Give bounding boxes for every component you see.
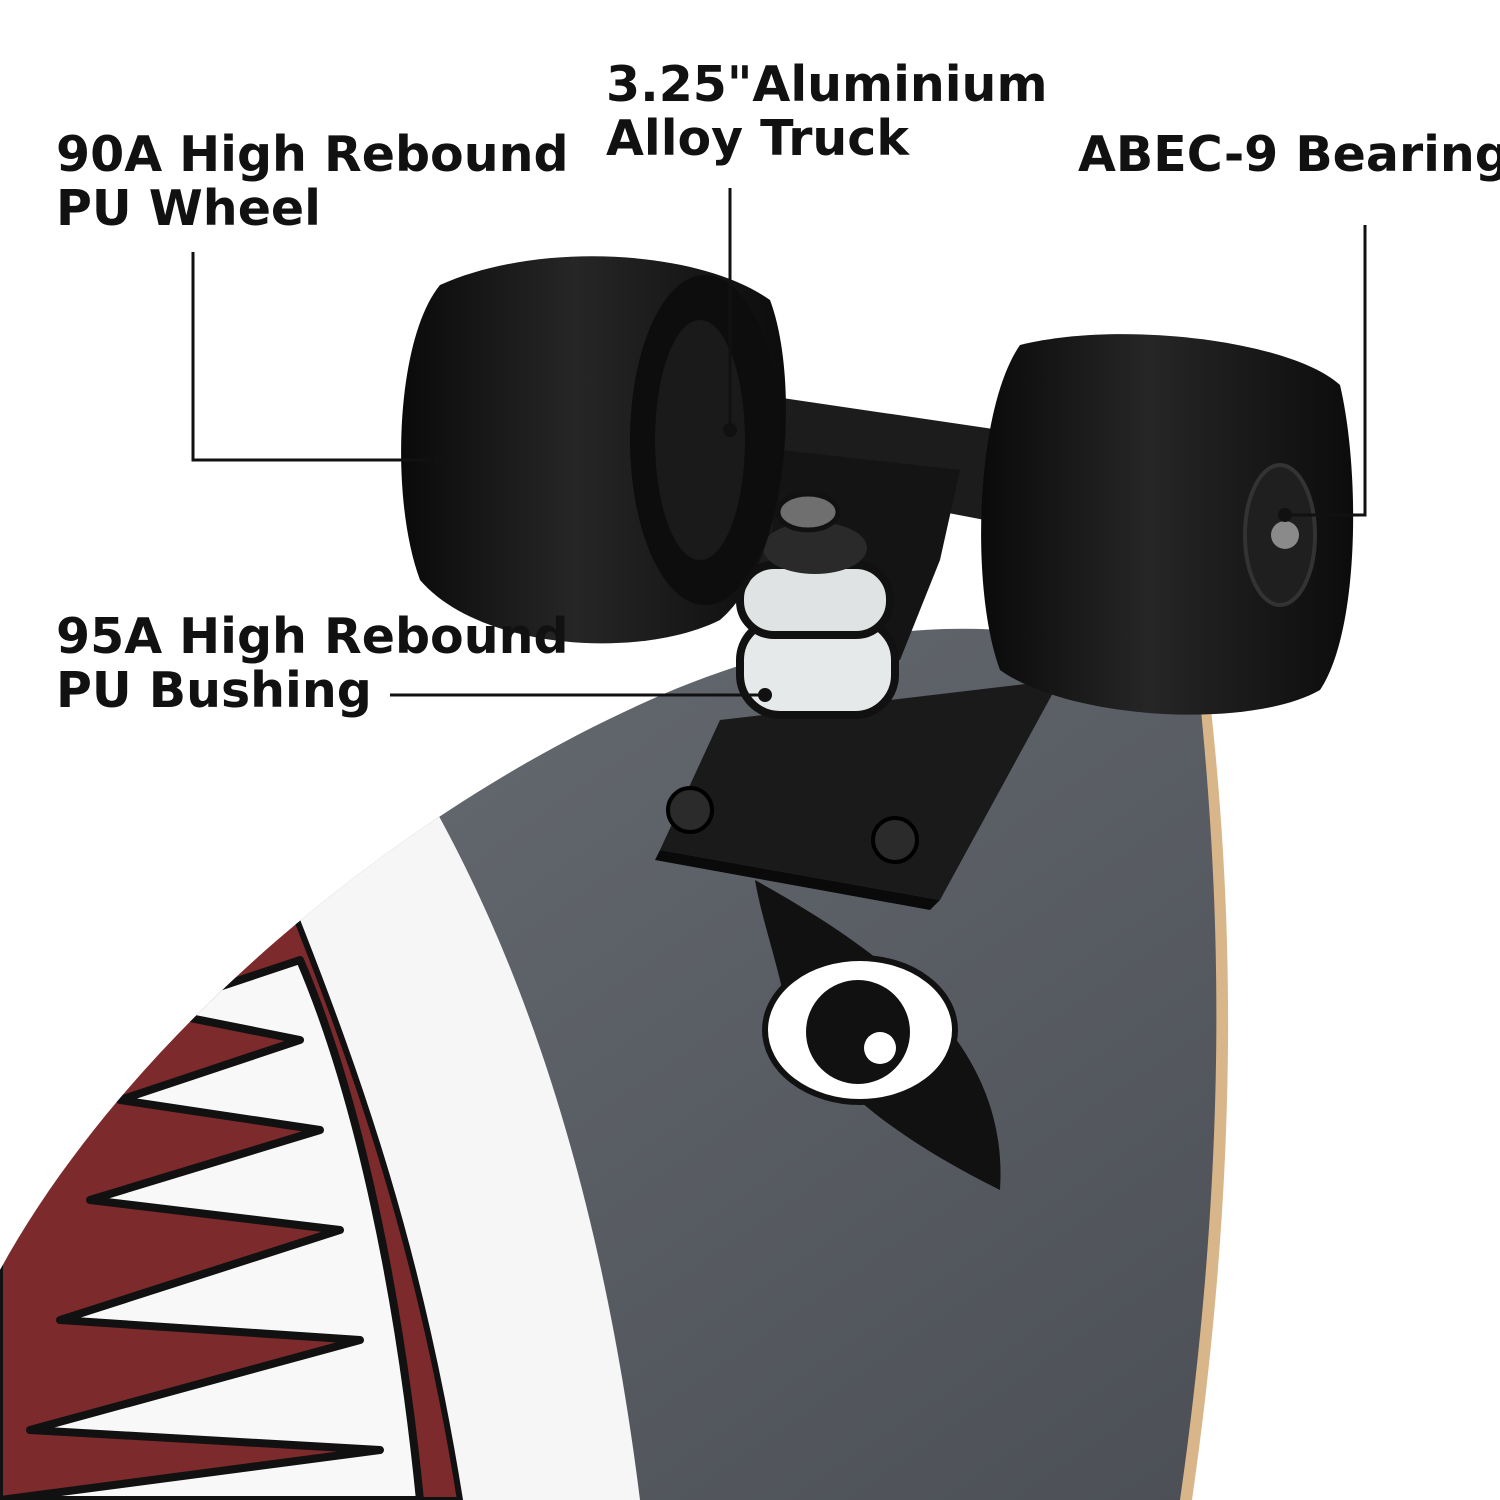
wheel-leader-dot	[433, 453, 447, 467]
bearing-leader-line	[1285, 225, 1367, 517]
truck-callout-line-1: 3.25"Aluminium	[606, 56, 1048, 113]
truck-callout-line-2: Alloy Truck	[606, 110, 909, 167]
truck-leader-dot	[723, 423, 737, 437]
bearing-leader-dot	[1278, 508, 1292, 522]
left-wheel	[401, 256, 786, 644]
bearing-callout-line-1: ABEC-9 Bearing	[1078, 126, 1500, 183]
bushing-callout-line-2: PU Bushing	[56, 662, 372, 719]
wheel-callout-line-1: 90A High Rebound	[56, 126, 569, 183]
callout-leaders	[191, 188, 1367, 697]
deck-teeth	[0, 956, 424, 1500]
truck-baseplate	[655, 680, 1060, 910]
truck-callout-label: 3.25"Aluminium Alloy Truck	[606, 58, 1048, 166]
right-wheel	[981, 334, 1354, 715]
callout-dots	[433, 423, 1292, 702]
bushing-callout-label: 95A High Rebound PU Bushing	[56, 610, 569, 718]
wheel-leader-line	[191, 252, 440, 462]
wheel-callout-line-2: PU Wheel	[56, 180, 321, 237]
deck-eye	[755, 880, 1001, 1190]
bushing	[736, 491, 899, 719]
bushing-callout-line-1: 95A High Rebound	[56, 608, 569, 665]
bushing-leader-dot	[758, 688, 772, 702]
wheel-callout-label: 90A High Rebound PU Wheel	[56, 128, 569, 236]
deck	[0, 628, 1217, 1500]
bearing-callout-label: ABEC-9 Bearing	[1078, 128, 1500, 182]
